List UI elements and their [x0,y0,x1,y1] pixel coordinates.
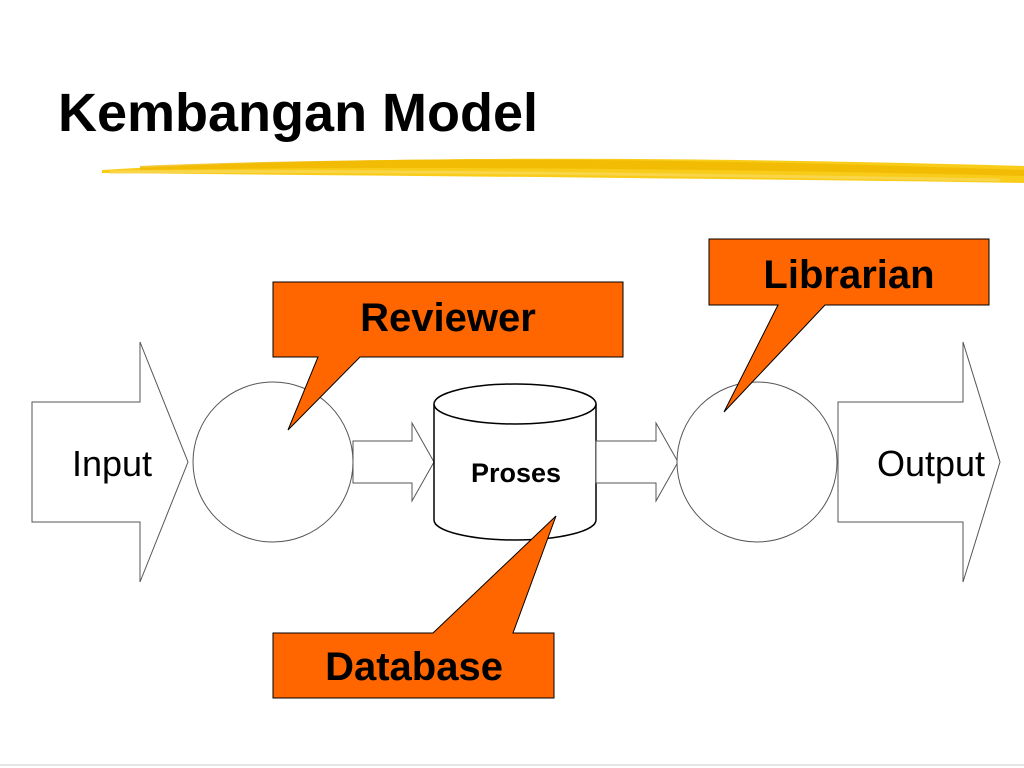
input-arrow [31,341,189,583]
title-underline [102,158,1024,183]
database-callout [272,515,557,699]
input-circle [192,381,354,543]
arrow-to-process [352,421,435,503]
slide-title: Kembangan Model [58,83,539,143]
input-label: Input [72,443,152,484]
librarian-callout [708,238,990,413]
output-label: Output [877,443,985,484]
process-cylinder [433,383,597,541]
database-label: Database [325,645,503,689]
arrow-from-process [595,421,679,503]
librarian-label: Librarian [763,253,934,297]
reviewer-callout [272,281,624,431]
process-label: Proses [471,458,561,488]
output-circle [676,381,838,543]
output-arrow [837,341,1001,583]
reviewer-label: Reviewer [360,296,536,340]
